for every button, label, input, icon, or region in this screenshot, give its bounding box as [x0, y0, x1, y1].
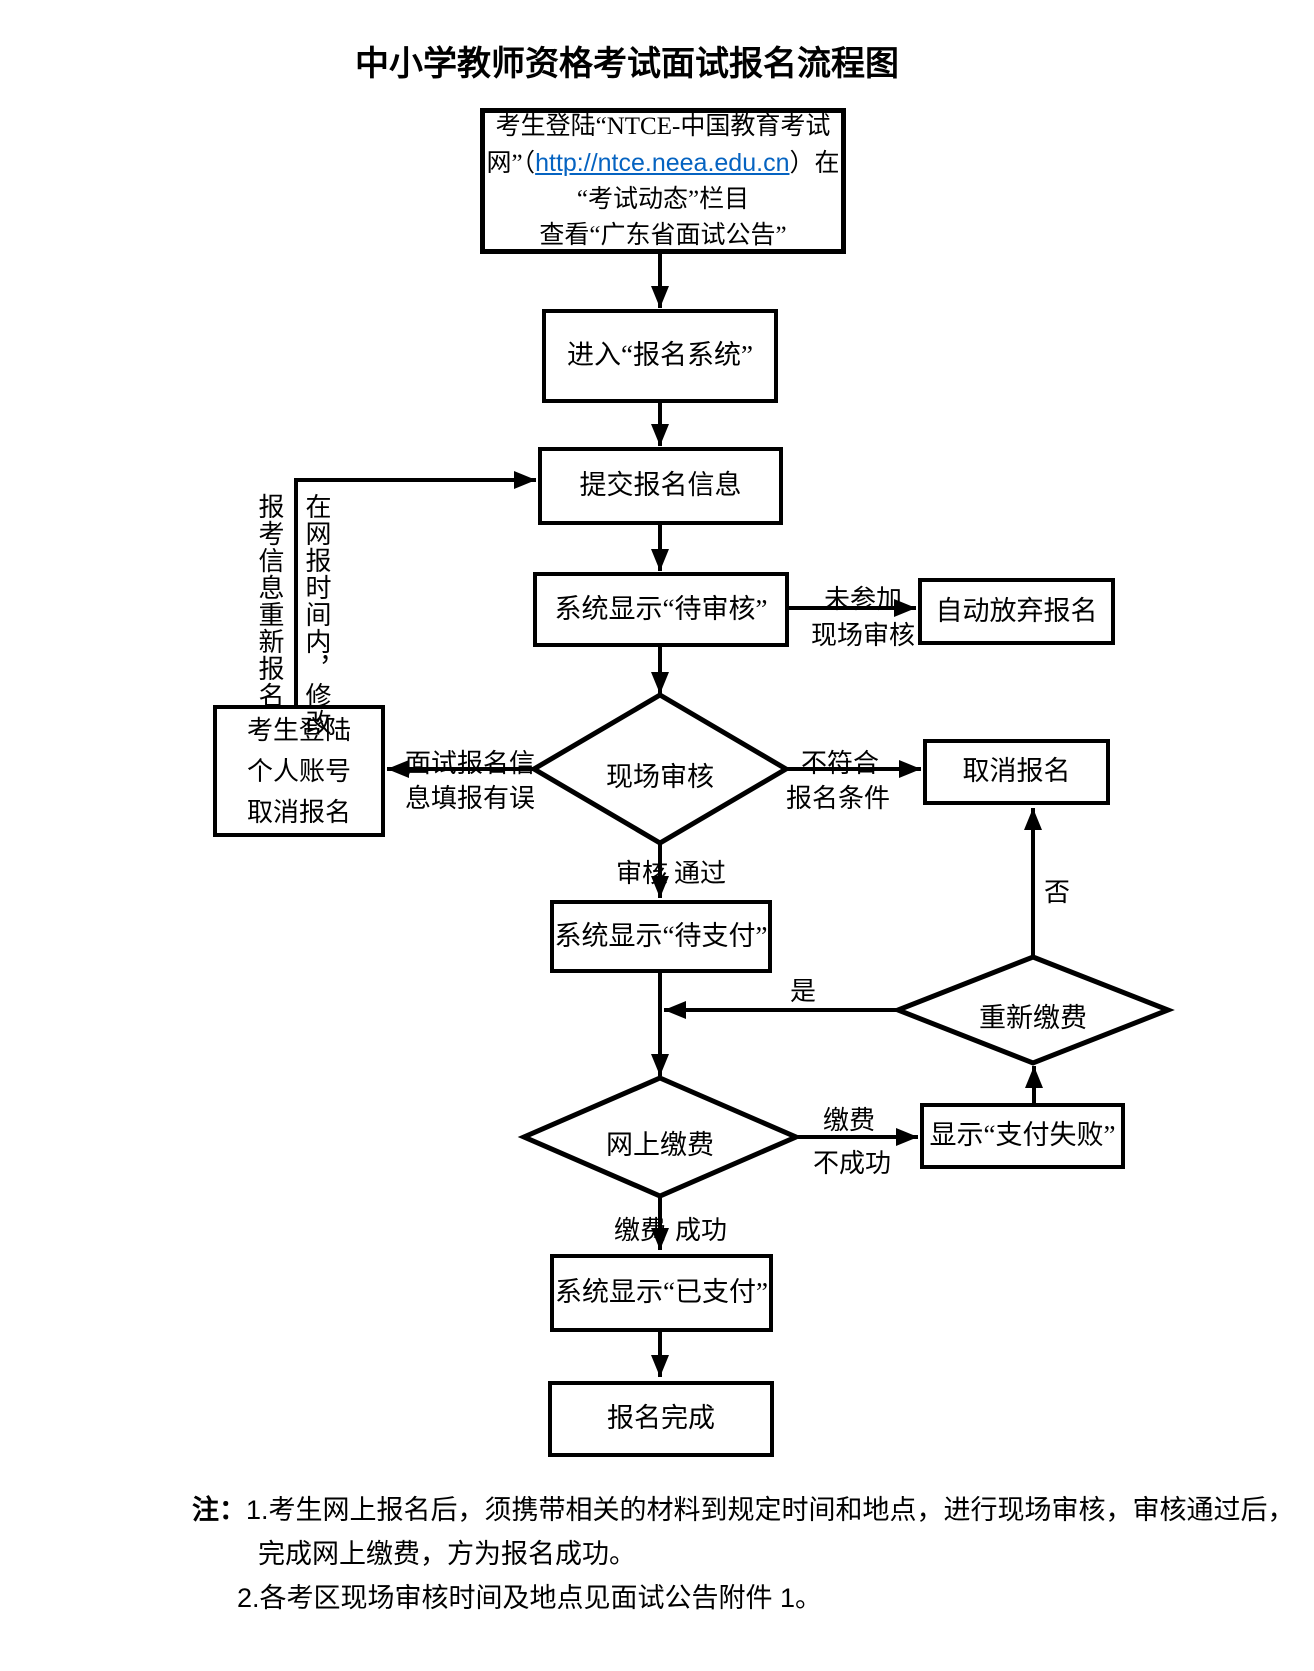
auto-abandon-box: 自动放弃报名: [918, 578, 1115, 645]
cancel-registration-box: 取消报名: [923, 739, 1110, 805]
complete-box: 报名完成: [548, 1381, 774, 1457]
connector-feedback-resubmit: [294, 471, 536, 705]
note-line-2: 完成网上缴费，方为报名成功。: [258, 1539, 636, 1569]
label-review-pass-right: 通过: [673, 859, 727, 888]
label-wrong-info-2: 息填报有误: [404, 784, 536, 813]
page-title: 中小学教师资格考试面试报名流程图: [355, 46, 899, 83]
label-not-qualified-1: 不符合: [800, 749, 880, 778]
label-pay-ok-right: 成功: [674, 1216, 728, 1245]
pending-review-box: 系统显示“待审核”: [533, 572, 789, 647]
paid-box: 系统显示“已支付”: [550, 1254, 773, 1332]
start-box-line2: 网”（http://ntce.neea.edu.cn）在: [486, 148, 840, 177]
enter-system-box: 进入“报名系统”: [542, 309, 778, 403]
note-line-1: 注：1.考生网上报名后，须携带相关的材料到规定时间和地点，进行现场审核，审核通过…: [192, 1495, 1295, 1525]
note-prefix: 注：: [192, 1495, 246, 1525]
payment-failed-box: 显示“支付失败”: [920, 1103, 1125, 1169]
pending-payment-box: 系统显示“待支付”: [550, 900, 772, 973]
label-yes: 是: [789, 977, 817, 1006]
decision-repay-label: 重新缴费: [979, 1003, 1087, 1033]
label-not-attended-1: 未参加: [823, 585, 903, 614]
start-box-line1: 考生登陆“NTCE-中国教育考试: [495, 112, 831, 140]
label-vertical-reregister: 报考信息重新报名: [255, 493, 284, 709]
label-wrong-info-1: 面试报名信: [404, 749, 536, 778]
start-box-line4: 查看“广东省面试公告”: [539, 221, 787, 249]
label-pay-fail-2: 不成功: [812, 1149, 892, 1178]
label-pay-fail-1: 缴费: [822, 1106, 876, 1135]
note-line-3: 2.各考区现场审核时间及地点见面试公告附件 1。: [237, 1583, 823, 1613]
label-pay-ok-left: 缴费: [613, 1216, 667, 1245]
label-not-attended-2: 现场审核: [810, 621, 916, 650]
label-no: 否: [1043, 878, 1071, 907]
start-box-line3: “考试动态”栏目: [576, 185, 750, 213]
start-box: 考生登陆“NTCE-中国教育考试 网”（http://ntce.neea.edu…: [480, 108, 846, 254]
submit-info-box: 提交报名信息: [538, 447, 783, 525]
label-review-pass-left: 审核: [615, 859, 669, 888]
label-vertical-modify-in-window: 在网报时间内，修改: [302, 493, 331, 736]
cancel-account-box: 考生登陆 个人账号 取消报名: [213, 705, 385, 837]
label-not-qualified-2: 报名条件: [785, 784, 891, 813]
decision-online-payment-label: 网上缴费: [606, 1130, 714, 1160]
ntce-link[interactable]: http://ntce.neea.edu.cn: [535, 148, 790, 177]
decision-onsite-review-label: 现场审核: [606, 762, 714, 792]
